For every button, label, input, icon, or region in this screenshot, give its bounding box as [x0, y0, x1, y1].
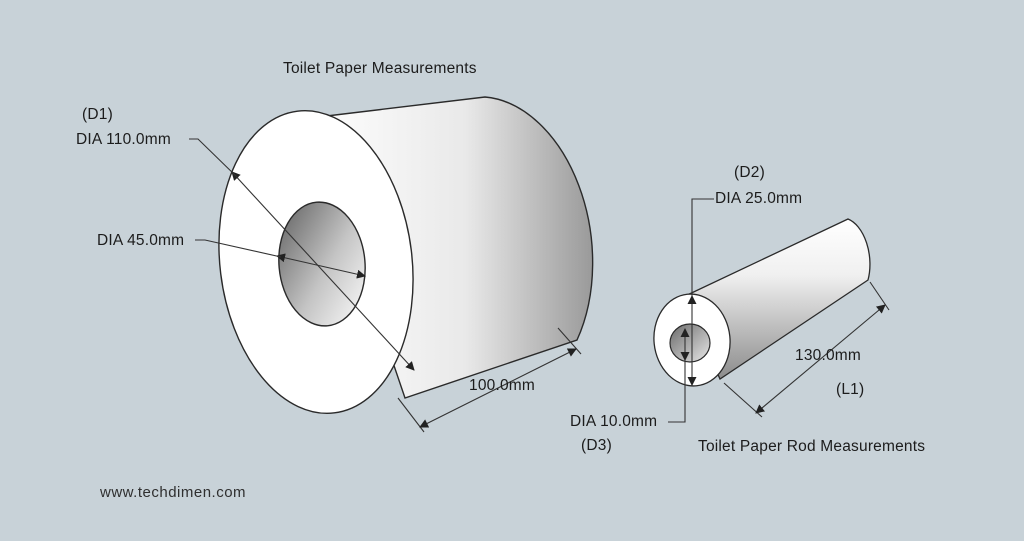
d3-tag: (D3)	[581, 437, 612, 454]
d1-value: DIA 110.0mm	[76, 131, 171, 148]
paper-roll-dimensions	[189, 138, 582, 433]
rod-length-value: 130.0mm	[795, 347, 862, 364]
rod	[653, 218, 871, 387]
rod-title: Toilet Paper Rod Measurements	[698, 438, 926, 455]
paper-length-value: 100.0mm	[469, 377, 536, 394]
length-extension-line-back	[557, 327, 582, 355]
l1-tag: (L1)	[836, 381, 865, 398]
d3-leader-line	[668, 360, 686, 423]
d3-value: DIA 10.0mm	[570, 413, 658, 430]
d2-tag: (D2)	[734, 164, 765, 181]
l1-dimension-line	[755, 304, 886, 414]
d1-tag: (D1)	[82, 106, 113, 123]
website-url: www.techdimen.com	[100, 484, 247, 501]
length-dimension-line	[419, 348, 577, 428]
inner-diameter-value: DIA 45.0mm	[97, 232, 185, 249]
d-inner-dimension-line	[276, 253, 366, 279]
paper-title: Toilet Paper Measurements	[283, 60, 477, 77]
l1-extension-line-front	[723, 382, 763, 418]
d2-leader-line	[691, 198, 714, 296]
rod-dimensions	[668, 198, 890, 423]
paper-roll	[218, 96, 594, 415]
d1-leader-line	[189, 138, 239, 179]
d2-value: DIA 25.0mm	[715, 190, 803, 207]
d-inner-leader-line	[195, 239, 282, 258]
rod-inner-hole	[669, 323, 711, 363]
l1-extension-line-back	[869, 281, 890, 311]
